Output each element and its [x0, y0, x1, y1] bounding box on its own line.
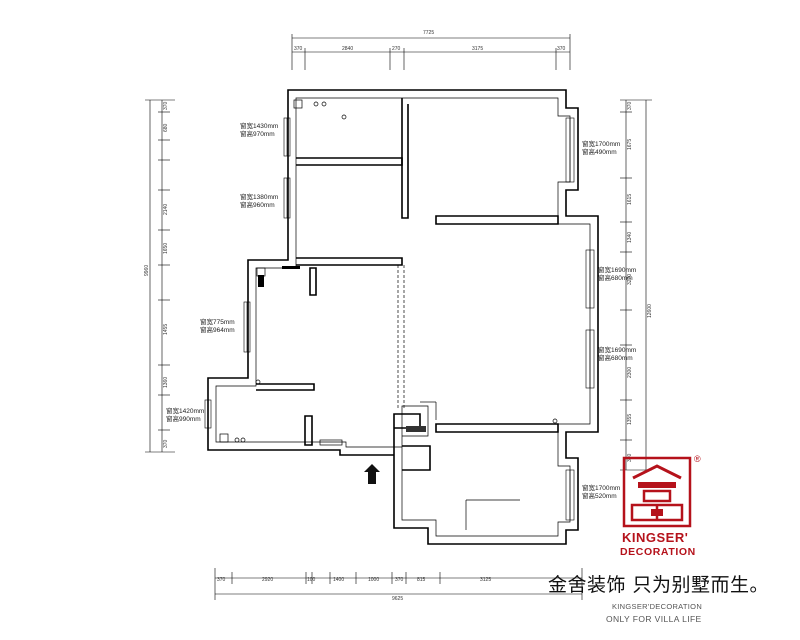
- left-seg-6: 1360: [163, 377, 169, 388]
- exterior-walls: [207, 89, 599, 545]
- window-note-w6-width: 窗宽1690mm: [598, 265, 636, 274]
- left-dimension: 9960 370 680 2140 1650 1455 1360 370: [144, 99, 175, 453]
- left-total: 9960: [144, 265, 150, 276]
- left-seg-5: 1455: [163, 324, 169, 335]
- left-seg-1: 370: [163, 101, 169, 110]
- window-note-w3-width: 窗宽775mm: [200, 317, 235, 326]
- left-seg-2: 680: [163, 123, 169, 132]
- window-note-w5-width: 窗宽1700mm: [582, 139, 620, 148]
- brand-name: KINGSER': [622, 530, 689, 545]
- right-seg-3: 1615: [627, 194, 633, 205]
- registered-mark: ®: [694, 454, 701, 464]
- top-total: 7725: [423, 30, 434, 36]
- window-note-w8-height: 窗高520mm: [582, 491, 617, 500]
- window-note-w7-height: 窗高680mm: [598, 353, 633, 362]
- right-dimension: 12600 370 1675 1615 1340 3270 2300 1355 …: [620, 99, 653, 471]
- footer-tagline: ONLY FOR VILLA LIFE: [606, 614, 702, 624]
- bottom-seg-5: 1000: [368, 577, 379, 583]
- window-note-w5-height: 窗高490mm: [582, 147, 617, 156]
- bottom-dimension: 370 2920 100 1400 1000 370 815 3125 9625: [214, 568, 583, 602]
- right-seg-2: 1675: [627, 139, 633, 150]
- right-seg-5: 3270: [627, 274, 633, 285]
- left-seg-4: 1650: [163, 243, 169, 254]
- window-note-w3-height: 窗高964mm: [200, 325, 235, 334]
- bottom-seg-8: 3125: [480, 577, 491, 583]
- brand-slogan: 金舍装饰 只为别墅而生。: [548, 574, 770, 596]
- bottom-seg-2: 2920: [262, 577, 273, 583]
- kingser-house-logo: [622, 456, 692, 528]
- window-note-w4-height: 窗高990mm: [166, 414, 201, 423]
- right-seg-1: 370: [627, 101, 633, 110]
- bottom-total: 9625: [392, 596, 403, 602]
- top-seg-1: 370: [294, 46, 303, 52]
- left-seg-3: 2140: [163, 204, 169, 215]
- right-seg-7: 1355: [627, 414, 633, 425]
- interior-walls: [256, 98, 559, 530]
- bottom-seg-3: 100: [307, 577, 316, 583]
- bottom-seg-7: 815: [417, 577, 426, 583]
- fixtures: [219, 99, 558, 446]
- bottom-seg-1: 370: [217, 577, 226, 583]
- window-note-w7-width: 窗宽1690mm: [598, 345, 636, 354]
- window-note-w2-height: 窗高960mm: [240, 200, 275, 209]
- right-seg-4: 1340: [627, 232, 633, 243]
- windows: [204, 117, 595, 521]
- window-note-w2-width: 窗宽1380mm: [240, 192, 278, 201]
- window-note-w1-width: 窗宽1430mm: [240, 121, 278, 130]
- window-note-w4-width: 窗宽1420mm: [166, 406, 204, 415]
- top-seg-2: 2840: [342, 46, 353, 52]
- left-seg-7: 370: [163, 439, 169, 448]
- brand-name-2: DECORATION: [620, 546, 696, 558]
- bottom-seg-4: 1400: [333, 577, 344, 583]
- right-total: 12600: [647, 304, 653, 318]
- window-notes: 窗宽1430mm 窗高970mm 窗宽1380mm 窗高960mm 窗宽775m…: [166, 121, 636, 500]
- bottom-seg-6: 370: [395, 577, 404, 583]
- window-note-w6-height: 窗高680mm: [598, 273, 633, 282]
- right-seg-6: 2300: [627, 367, 633, 378]
- top-dimension: 7725 370 2840 270 3175 370: [291, 30, 571, 70]
- window-note-w8-width: 窗宽1700mm: [582, 483, 620, 492]
- top-seg-4: 3175: [472, 46, 483, 52]
- top-seg-3: 270: [392, 46, 401, 52]
- window-note-w1-height: 窗高970mm: [240, 129, 275, 138]
- footer-brand: KINGSER'DECORATION: [612, 602, 703, 611]
- entrance-arrow-icon: [364, 464, 380, 484]
- top-seg-5: 370: [557, 46, 566, 52]
